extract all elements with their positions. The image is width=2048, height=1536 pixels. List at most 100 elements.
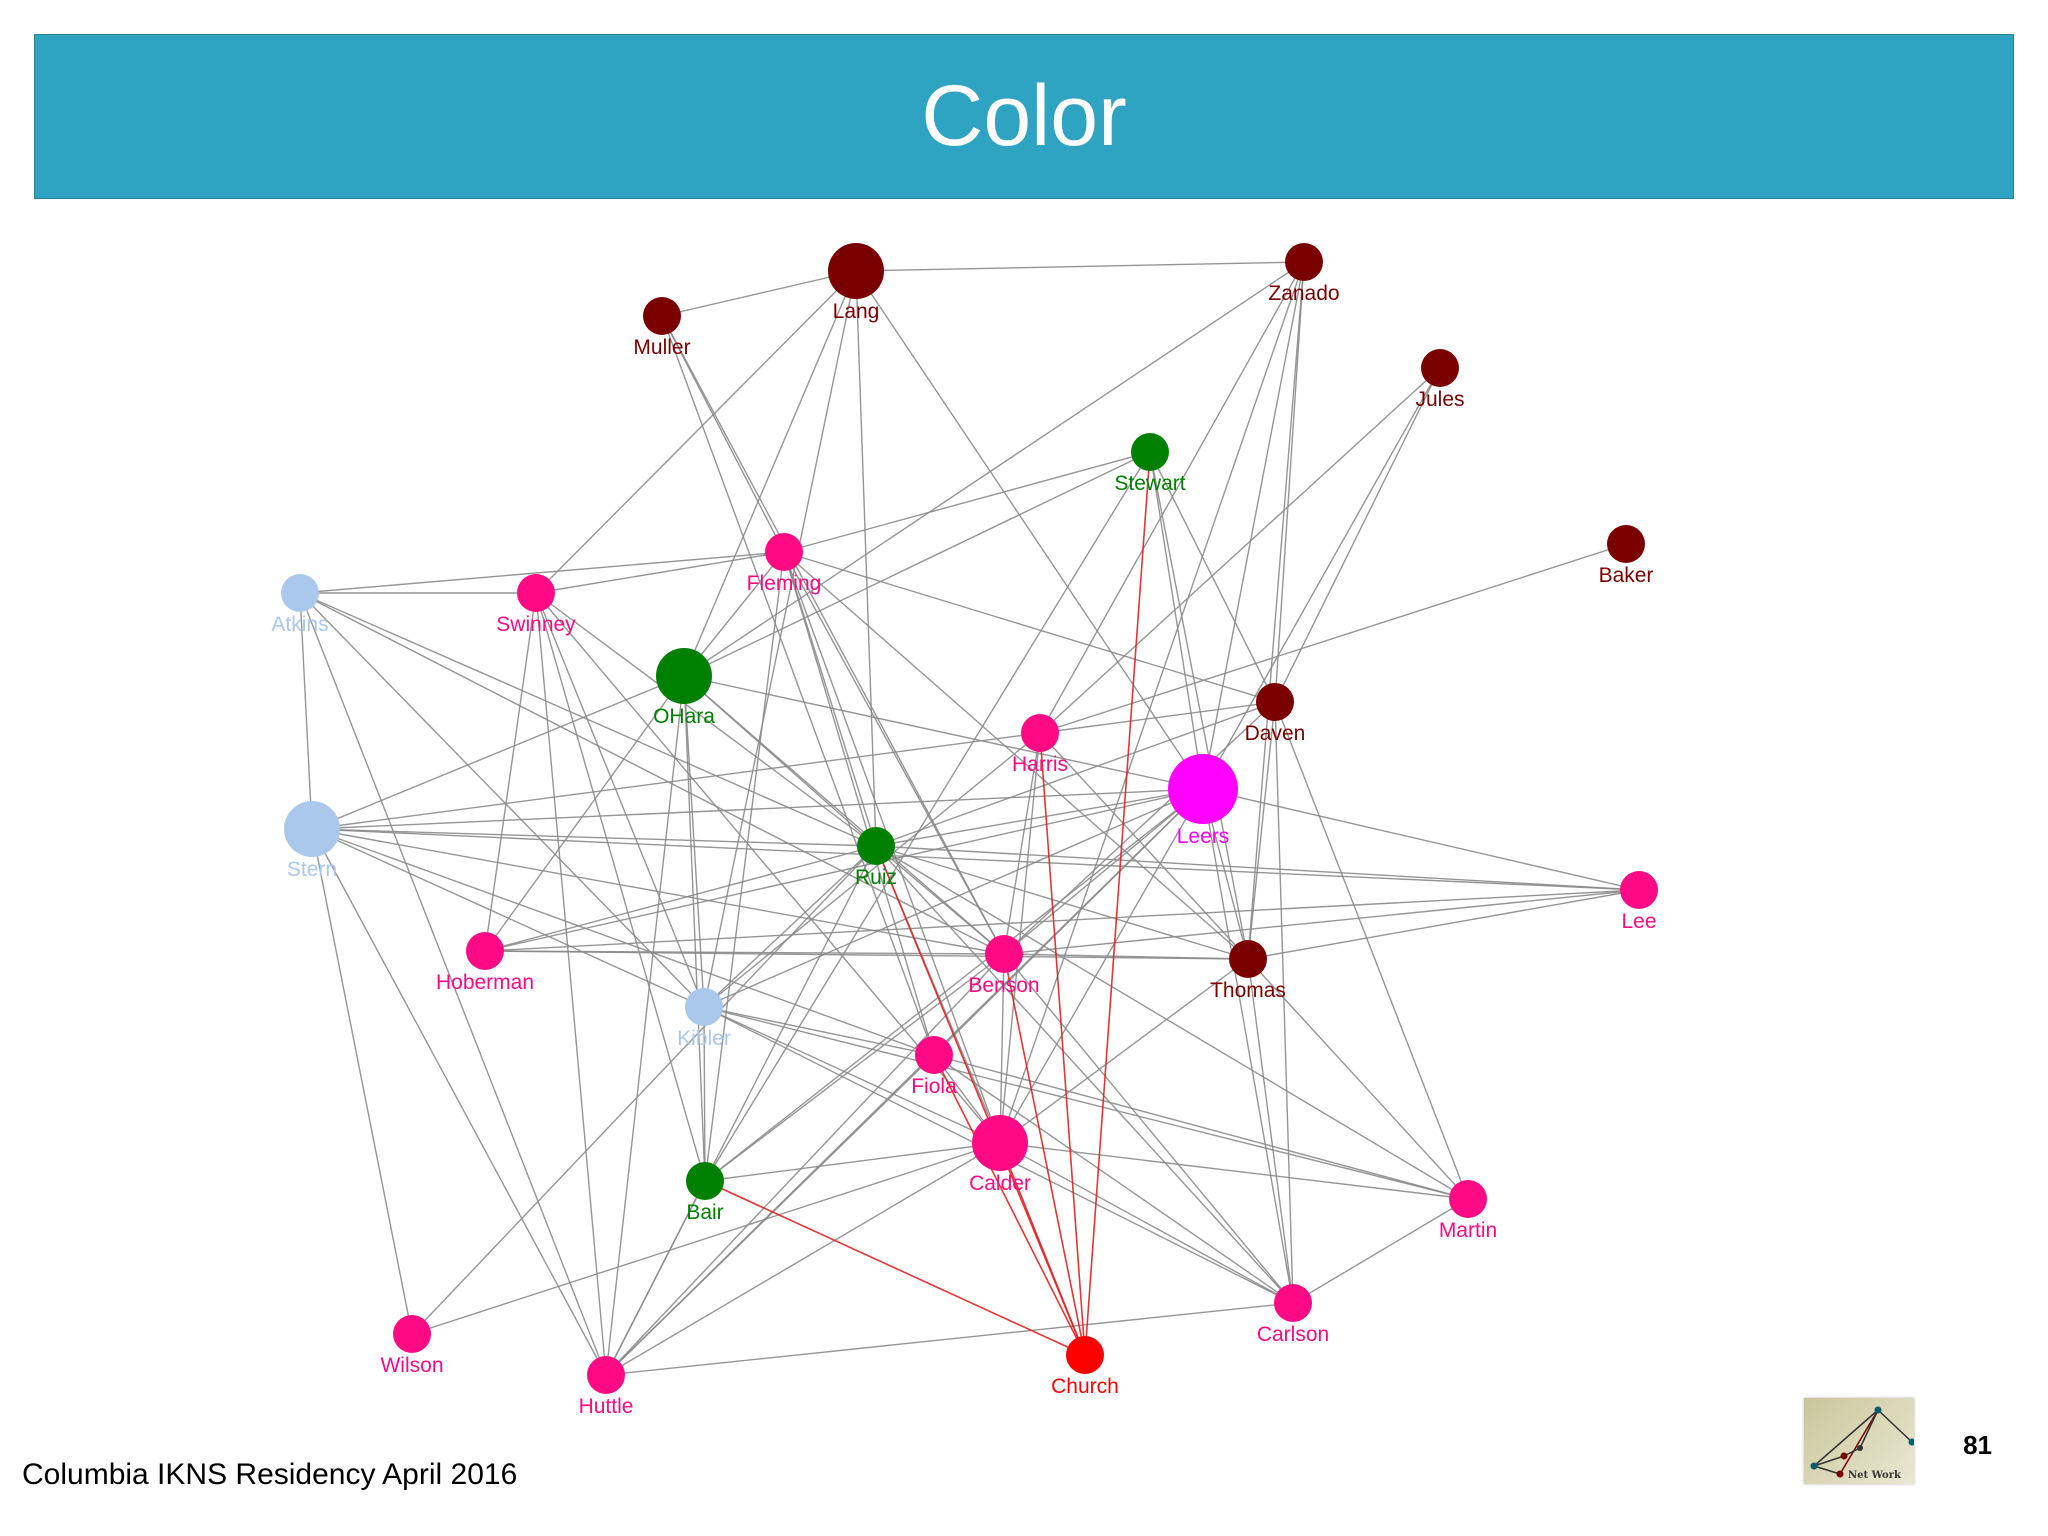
edge-leers-calder (999, 788, 1204, 1144)
node-label-calder: Calder (969, 1172, 1031, 1195)
node-label-church: Church (1051, 1375, 1119, 1398)
edge-atkins-kibler (299, 592, 705, 1008)
node-lang: Lang (828, 243, 884, 323)
edge-muller-lang (661, 270, 857, 317)
edge-leers-carlson (1202, 788, 1294, 1304)
node-circle-wilson (393, 1315, 431, 1353)
edge-wilson-calder (411, 1142, 1001, 1335)
edge-atkins-stern (299, 592, 313, 830)
edge-kibler-calder (703, 1006, 1001, 1144)
node-label-baker: Baker (1599, 564, 1654, 587)
node-label-jules: Jules (1415, 388, 1464, 411)
node-circle-atkins (281, 574, 319, 612)
node-label-leers: Leers (1177, 825, 1230, 848)
node-circle-church (1066, 1336, 1104, 1374)
edge-stewart-thomas (1149, 451, 1249, 960)
edge-atkins-huttle (299, 592, 607, 1376)
edge-ohara-hoberman (484, 675, 685, 952)
edge-jules-harris (1039, 367, 1441, 734)
edge-daven-martin (1274, 701, 1469, 1200)
logo-text: Net Work (1848, 1470, 1901, 1481)
node-label-lang: Lang (833, 300, 880, 323)
edge-fiola-huttle (605, 1054, 935, 1376)
edge-leers-bair (704, 788, 1204, 1182)
node-circle-fleming (765, 533, 803, 571)
edge-kibler-bair (703, 1006, 706, 1182)
edge-ohara-huttle (605, 675, 685, 1376)
node-muller: Muller (633, 297, 691, 359)
footer-text: Columbia IKNS Residency April 2016 (22, 1458, 518, 1491)
edge-hoberman-thomas (484, 950, 1249, 960)
highlight-edge-church-harris (1039, 732, 1086, 1356)
edge-muller-fiola (661, 315, 935, 1056)
node-circle-ruiz (857, 827, 895, 865)
node-circle-huttle (587, 1356, 625, 1394)
edge-daven-harris (1039, 701, 1276, 734)
edge-calder-bair (704, 1142, 1001, 1182)
edge-harris-benson (1003, 732, 1041, 955)
node-atkins: Atkins (271, 574, 329, 636)
edge-stewart-leers (1149, 451, 1204, 790)
edge-calder-carlson (999, 1142, 1294, 1304)
node-circle-stern (284, 801, 340, 857)
edge-fleming-bair (704, 551, 785, 1182)
edge-stewart-daven (1149, 451, 1276, 703)
node-label-atkins: Atkins (271, 613, 328, 636)
edge-ruiz-martin (875, 845, 1469, 1200)
node-calder: Calder (969, 1115, 1031, 1195)
node-label-muller: Muller (633, 336, 690, 359)
edge-ohara-bair (683, 675, 706, 1182)
highlight-edge-church-bair (704, 1180, 1086, 1356)
node-martin: Martin (1439, 1180, 1497, 1242)
edge-benson-thomas (1003, 953, 1249, 960)
edge-ruiz-lee (875, 845, 1640, 891)
edge-lee-hoberman (484, 889, 1640, 952)
node-stewart: Stewart (1114, 433, 1186, 495)
edge-stern-benson (311, 828, 1005, 955)
node-harris: Harris (1012, 714, 1068, 776)
node-circle-zanado (1285, 243, 1323, 281)
edge-ohara-stern (311, 675, 685, 830)
node-circle-baker (1607, 525, 1645, 563)
edge-kibler-martin (703, 1006, 1469, 1200)
node-label-stern: Stern (287, 858, 337, 881)
edge-leers-ruiz (875, 788, 1204, 847)
node-circle-calder (972, 1115, 1028, 1171)
edge-ohara-leers (683, 675, 1204, 790)
node-circle-carlson (1274, 1284, 1312, 1322)
node-circle-daven (1256, 683, 1294, 721)
node-label-kibler: Kibler (677, 1027, 731, 1050)
edge-swinney-fleming (535, 551, 785, 594)
node-circle-bair (686, 1162, 724, 1200)
edge-stewart-fleming (783, 451, 1151, 553)
node-label-fiola: Fiola (911, 1075, 957, 1098)
edge-muller-benson (661, 315, 1005, 955)
edge-lang-ruiz (855, 270, 877, 847)
edge-carlson-huttle (605, 1302, 1294, 1376)
edge-benson-huttle (605, 953, 1005, 1376)
node-circle-lang (828, 243, 884, 299)
node-circle-muller (643, 297, 681, 335)
slide-title: Color (921, 68, 1127, 164)
edge-zanado-thomas (1247, 261, 1305, 960)
node-circle-martin (1449, 1180, 1487, 1218)
edge-swinney-ruiz (535, 592, 877, 847)
node-label-harris: Harris (1012, 753, 1068, 776)
edge-zanado-calder (999, 261, 1305, 1144)
edge-benson-carlson (1003, 953, 1294, 1304)
node-circle-lee (1620, 871, 1658, 909)
node-circle-kibler (685, 988, 723, 1026)
node-carlson: Carlson (1257, 1284, 1329, 1346)
edge-fleming-fiola (783, 551, 935, 1056)
node-zanado: Zanado (1268, 243, 1340, 305)
node-label-benson: Benson (968, 974, 1039, 997)
node-jules: Jules (1415, 349, 1465, 411)
node-circle-ohara (656, 648, 712, 704)
edge-fiola-martin (933, 1054, 1469, 1200)
node-label-daven: Daven (1245, 722, 1306, 745)
edge-lang-leers (855, 270, 1204, 790)
edge-ohara-benson (683, 675, 1005, 955)
node-circle-swinney (517, 574, 555, 612)
node-label-thomas: Thomas (1210, 979, 1286, 1002)
